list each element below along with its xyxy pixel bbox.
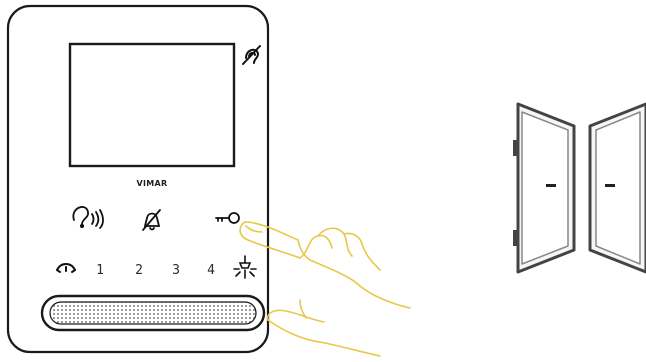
video-screen xyxy=(68,42,236,168)
handset-icon xyxy=(56,263,76,273)
door-right xyxy=(588,102,646,274)
door-left xyxy=(513,102,576,274)
bell-mute-icon xyxy=(142,209,161,231)
stair-light-key[interactable] xyxy=(233,255,257,279)
key-1[interactable]: 1 xyxy=(96,263,104,278)
handset-key[interactable] xyxy=(56,263,76,273)
key-2[interactable]: 2 xyxy=(135,263,143,278)
audio-button[interactable] xyxy=(72,206,104,229)
mute-button[interactable] xyxy=(142,209,161,231)
stair-light-icon xyxy=(233,255,257,279)
key-3[interactable]: 3 xyxy=(172,263,180,278)
hand-illustration xyxy=(239,221,411,357)
door-key-icon xyxy=(215,212,240,224)
lock-button[interactable] xyxy=(215,212,240,224)
ear-audio-icon xyxy=(72,206,104,229)
speaker-grill xyxy=(49,301,257,325)
hearing-aid-icon xyxy=(242,45,261,65)
brand-logo: VIMAR xyxy=(137,179,168,188)
key-4[interactable]: 4 xyxy=(207,263,215,278)
